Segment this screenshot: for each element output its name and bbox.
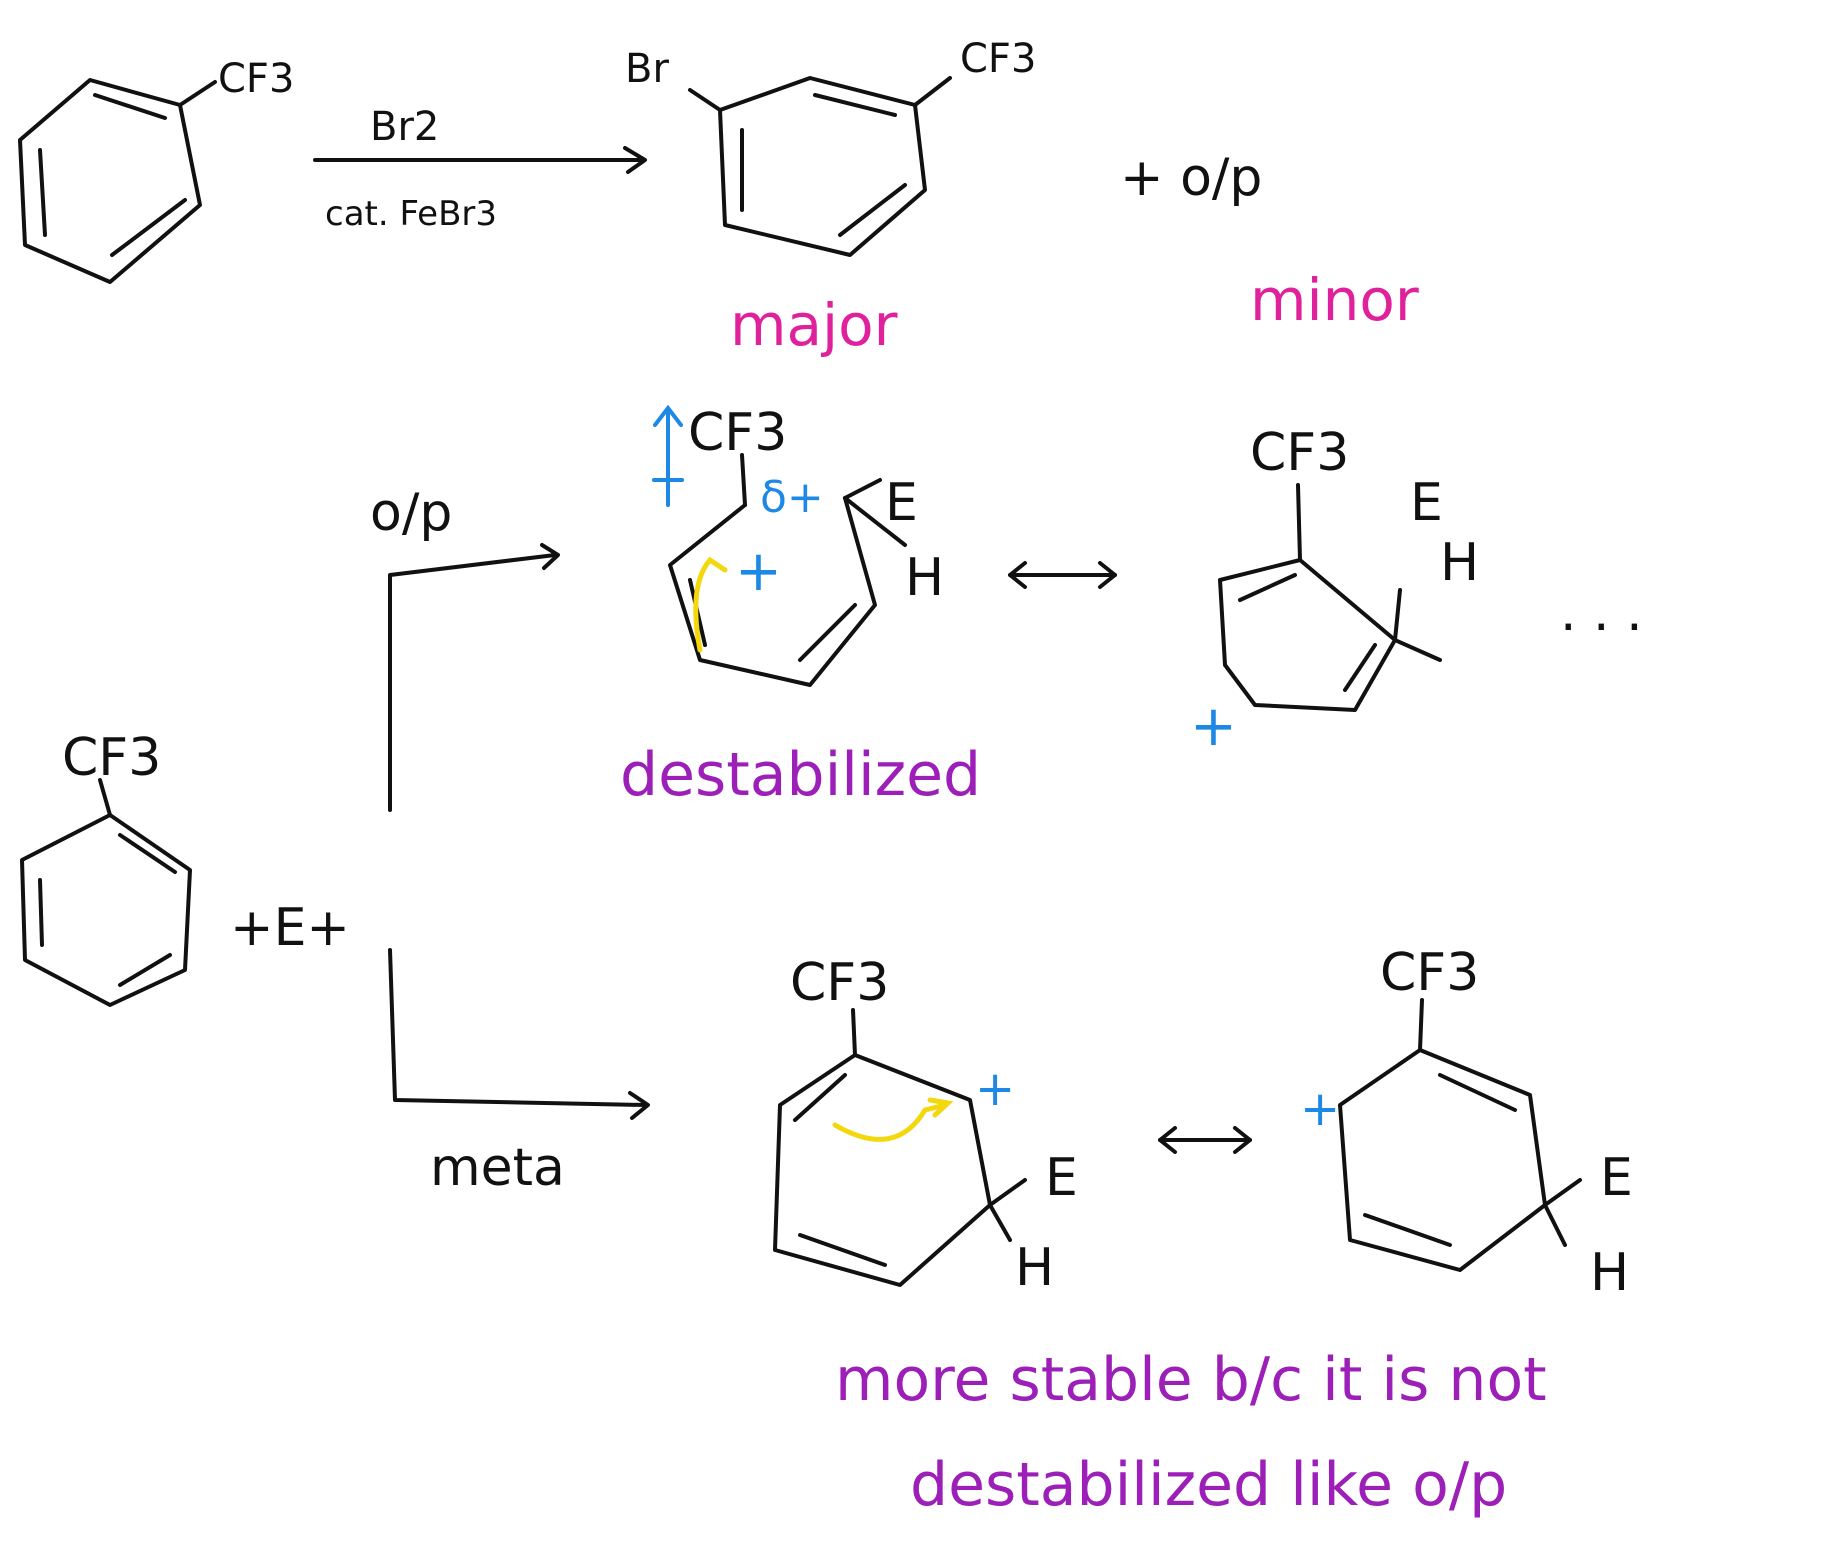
cf3-m1-label: CF3: [790, 953, 889, 1013]
ellipsis-label: . . .: [1560, 583, 1643, 643]
plus-electrophile-label: +E+: [230, 898, 350, 958]
delta-plus-label: δ+: [760, 472, 824, 523]
cf3-start-label: CF3: [218, 56, 294, 102]
op-branch-label: o/p: [370, 483, 452, 543]
major-label: major: [730, 291, 898, 359]
reaction-arrow-top: [313, 146, 647, 174]
cf3-reactant-label: CF3: [62, 728, 161, 788]
dipole-arrow-icon: [652, 404, 684, 507]
op-branch-arrow: [388, 543, 560, 812]
resonance-double-arrow-2: [1158, 1126, 1252, 1154]
br-label: Br: [625, 46, 669, 92]
benzene-product: [688, 76, 952, 257]
h-op2-label: H: [1440, 533, 1479, 593]
resonance-curved-arrow-icon: [693, 556, 728, 653]
plus-op-label: + o/p: [1120, 148, 1262, 208]
destabilized-label: destabilized: [620, 740, 981, 810]
e-op2-label: E: [1410, 473, 1443, 533]
op-intermediate-2: [1218, 483, 1442, 712]
cf3-product-label: CF3: [960, 36, 1036, 82]
meta-branch-arrow: [388, 948, 650, 1120]
e-m2-label: E: [1600, 1148, 1633, 1208]
h-op1-label: H: [905, 548, 944, 608]
benzene-starting-material: [18, 78, 217, 284]
benzene-reactant: [20, 778, 192, 1007]
meta-intermediate-2: [1338, 998, 1582, 1272]
h-m2-label: H: [1590, 1243, 1629, 1303]
h-m1-label: H: [1015, 1238, 1054, 1298]
cf3-op2-label: CF3: [1250, 423, 1349, 483]
cf3-op1-label: CF3: [688, 403, 787, 463]
resonance-double-arrow-1: [1008, 561, 1117, 589]
reagent-top: Br2: [370, 104, 439, 150]
plus-op1-label: +: [735, 539, 782, 604]
e-m1-label: E: [1045, 1148, 1078, 1208]
conclusion-line-1: more stable b/c it is not: [835, 1345, 1547, 1415]
cf3-m2-label: CF3: [1380, 943, 1479, 1003]
resonance-curved-arrow-meta-icon: [832, 1097, 954, 1142]
meta-branch-label: meta: [430, 1138, 565, 1198]
e-op1-label: E: [885, 473, 918, 533]
op-intermediate-1: [668, 453, 907, 687]
conclusion-line-2: destabilized like o/p: [910, 1450, 1507, 1520]
meta-intermediate-1: [773, 1008, 1027, 1287]
plus-m1-label: +: [975, 1061, 1015, 1117]
plus-m2-label: +: [1300, 1081, 1340, 1137]
plus-op2-label: +: [1190, 694, 1237, 759]
minor-label: minor: [1250, 266, 1419, 334]
reagent-bottom: cat. FeBr3: [325, 194, 497, 234]
